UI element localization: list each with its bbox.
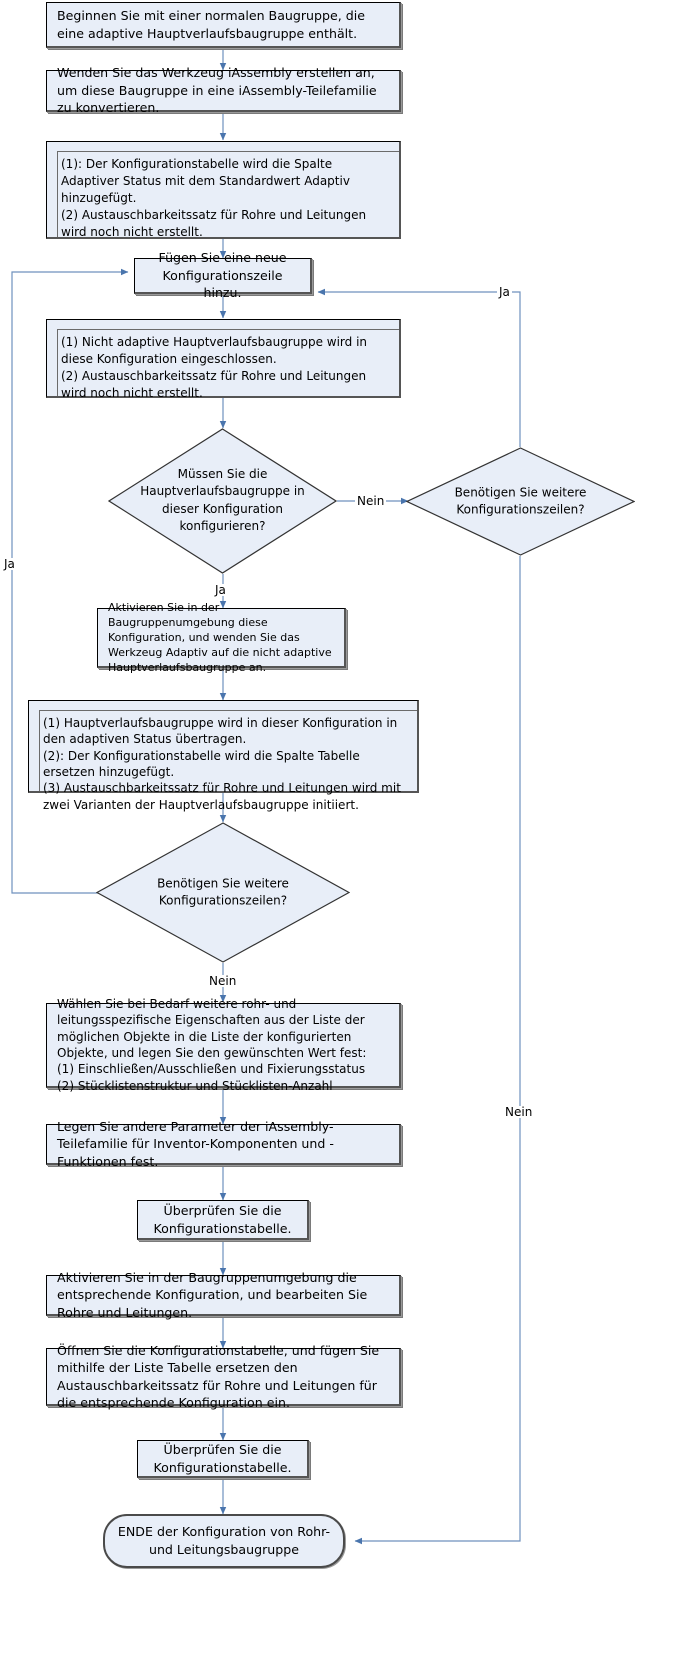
node-note-1[interactable]: (1): Der Konfigurationstabelle wird die … bbox=[46, 141, 401, 239]
node-start-label: Beginnen Sie mit einer normalen Baugrupp… bbox=[57, 8, 366, 41]
node-decision-configure[interactable]: Müssen Sie die Hauptverlaufsbaugruppe in… bbox=[108, 428, 337, 574]
node-verify-table-2[interactable]: Überprüfen Sie die Konfigurationstabelle… bbox=[137, 1440, 309, 1478]
edge-label-ja-top-right: Ja bbox=[497, 285, 512, 299]
diamond-shape bbox=[406, 447, 635, 556]
node-select-properties-label: Wählen Sie bei Bedarf weitere rohr- und … bbox=[57, 997, 367, 1093]
edge-label-nein-between-diamonds: Nein bbox=[355, 494, 387, 508]
node-note-3[interactable]: (1) Hauptverlaufsbaugruppe wird in diese… bbox=[28, 700, 419, 812]
edge-label-nein-right: Nein bbox=[503, 1105, 535, 1119]
node-decision-more-rows-right[interactable]: Benötigen Sie weitere Konfigurationszeil… bbox=[406, 447, 635, 556]
node-end-label: ENDE der Konfiguration von Rohr- und Lei… bbox=[117, 1524, 331, 1557]
node-activate-adaptive-label: Aktivieren Sie in der Baugruppenumgebung… bbox=[108, 600, 332, 675]
node-activate-adaptive[interactable]: Aktivieren Sie in der Baugruppenumgebung… bbox=[97, 601, 346, 674]
node-add-row[interactable]: Fügen Sie eine neue Konfigurationszeile … bbox=[134, 250, 312, 300]
node-activate-edit[interactable]: Aktivieren Sie in der Baugruppenumgebung… bbox=[46, 1270, 401, 1320]
node-open-table-label: Öffnen Sie die Konfigurationstabelle, un… bbox=[57, 1342, 380, 1410]
node-decision-more-rows-main-label: Benötigen Sie weitere Konfigurationszeil… bbox=[157, 876, 289, 908]
node-set-other-params[interactable]: Legen Sie andere Parameter der iAssembly… bbox=[46, 1119, 401, 1169]
diamond-shape bbox=[108, 428, 337, 574]
node-verify-table-2-label: Überprüfen Sie die Konfigurationstabelle… bbox=[153, 1442, 292, 1475]
node-verify-table-1[interactable]: Überprüfen Sie die Konfigurationstabelle… bbox=[137, 1200, 309, 1240]
node-note-2-label: (1) Nicht adaptive Hauptverlaufsbaugrupp… bbox=[61, 335, 368, 401]
node-start[interactable]: Beginnen Sie mit einer normalen Baugrupp… bbox=[46, 2, 401, 48]
node-select-properties[interactable]: Wählen Sie bei Bedarf weitere rohr- und … bbox=[46, 997, 401, 1093]
node-verify-table-1-label: Überprüfen Sie die Konfigurationstabelle… bbox=[153, 1203, 292, 1236]
node-decision-configure-label: Müssen Sie die Hauptverlaufsbaugruppe in… bbox=[140, 467, 305, 534]
node-add-row-label: Fügen Sie eine neue Konfigurationszeile … bbox=[158, 250, 287, 301]
predefined-process-bars bbox=[57, 151, 399, 237]
node-create-iassembly[interactable]: Wenden Sie das Werkzeug iAssembly erstel… bbox=[46, 65, 401, 115]
node-create-iassembly-label: Wenden Sie das Werkzeug iAssembly erstel… bbox=[57, 65, 377, 116]
edge-label-nein-down: Nein bbox=[207, 974, 239, 988]
node-open-table[interactable]: Öffnen Sie die Konfigurationstabelle, un… bbox=[46, 1343, 401, 1410]
node-set-other-params-label: Legen Sie andere Parameter der iAssembly… bbox=[57, 1118, 334, 1169]
node-note-2[interactable]: (1) Nicht adaptive Hauptverlaufsbaugrupp… bbox=[46, 319, 401, 400]
node-note-3-label: (1) Hauptverlaufsbaugruppe wird in diese… bbox=[43, 716, 401, 812]
node-decision-more-rows-right-label: Benötigen Sie weitere Konfigurationszeil… bbox=[454, 485, 587, 517]
node-end[interactable]: ENDE der Konfiguration von Rohr- und Lei… bbox=[103, 1514, 345, 1568]
node-note-1-label: (1): Der Konfigurationstabelle wird die … bbox=[61, 157, 367, 240]
predefined-process-bars bbox=[39, 710, 417, 791]
node-activate-edit-label: Aktivieren Sie in der Baugruppenumgebung… bbox=[57, 1269, 368, 1320]
predefined-process-bars bbox=[57, 329, 399, 396]
edge-label-ja-down: Ja bbox=[213, 583, 228, 597]
edge-label-ja-left: Ja bbox=[2, 557, 17, 571]
diamond-shape bbox=[96, 822, 350, 963]
node-decision-more-rows-main[interactable]: Benötigen Sie weitere Konfigurationszeil… bbox=[96, 822, 350, 963]
